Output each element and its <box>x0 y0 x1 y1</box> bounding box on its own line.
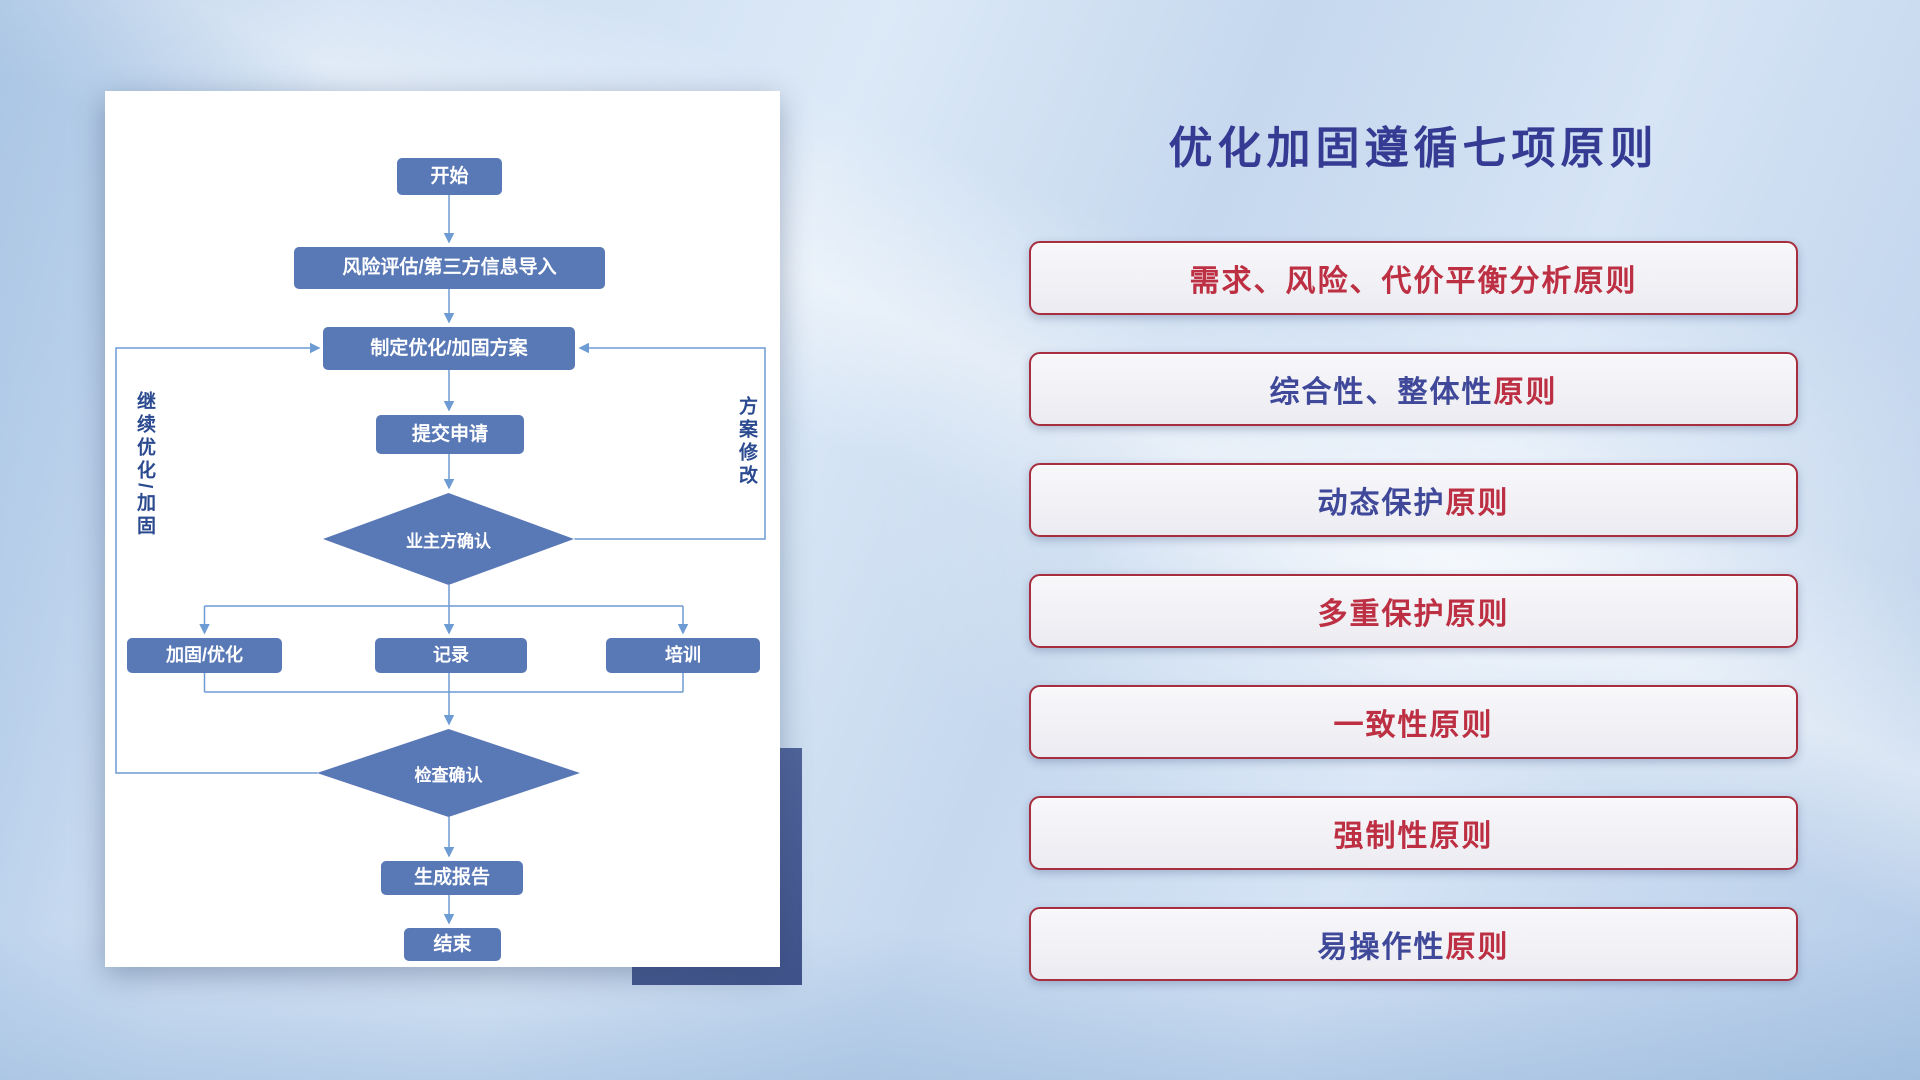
flow-node-record: 记录 <box>375 638 527 673</box>
principle-box-5: 一致性原则 <box>1029 685 1798 759</box>
page-title: 优化加固遵循七项原则 <box>1168 124 1659 173</box>
flow-node-risk-import: 风险评估/第三方信息导入 <box>294 247 605 289</box>
flow-node-training: 培训 <box>606 638 760 673</box>
flow-node-submit: 提交申请 <box>376 415 524 454</box>
flow-label-revise-plan: 方案修改 <box>736 396 757 488</box>
principle-box-7: 易操作性原则 <box>1029 907 1798 981</box>
principle-text: 动态保护 <box>1317 487 1446 520</box>
principle-box-4: 多重保护原则 <box>1029 574 1798 648</box>
flow-node-report: 生成报告 <box>381 861 523 895</box>
principle-text-suffix: 原则 <box>1445 487 1510 520</box>
principle-text: 需求、风险、代价平衡分析原则 <box>1189 265 1638 298</box>
principle-box-6: 强制性原则 <box>1029 796 1798 870</box>
principles-list: 需求、风险、代价平衡分析原则 综合性、整体性原则 动态保护原则 多重保护原则 一… <box>1029 241 1798 981</box>
flow-node-make-plan: 制定优化/加固方案 <box>323 327 575 370</box>
flow-node-start: 开始 <box>397 158 502 195</box>
flow-label-continue-loop: 继续优化/加固 <box>134 391 155 539</box>
principle-text-suffix: 原则 <box>1493 376 1558 409</box>
flow-node-end: 结束 <box>404 928 501 961</box>
principle-text: 综合性、整体性 <box>1269 376 1494 409</box>
principle-box-3: 动态保护原则 <box>1029 463 1798 537</box>
principle-text: 一致性原则 <box>1333 709 1494 742</box>
flowchart-card: 开始 风险评估/第三方信息导入 制定优化/加固方案 提交申请 业主方确认 加固/… <box>105 91 780 967</box>
principle-text: 多重保护原则 <box>1317 598 1510 631</box>
principle-text: 强制性原则 <box>1333 820 1494 853</box>
principle-text: 易操作性 <box>1317 931 1446 964</box>
flow-node-reinforce: 加固/优化 <box>127 638 282 673</box>
principle-text-suffix: 原则 <box>1445 931 1510 964</box>
principle-box-2: 综合性、整体性原则 <box>1029 352 1798 426</box>
flowchart-connectors <box>115 195 766 925</box>
principle-box-1: 需求、风险、代价平衡分析原则 <box>1029 241 1798 315</box>
